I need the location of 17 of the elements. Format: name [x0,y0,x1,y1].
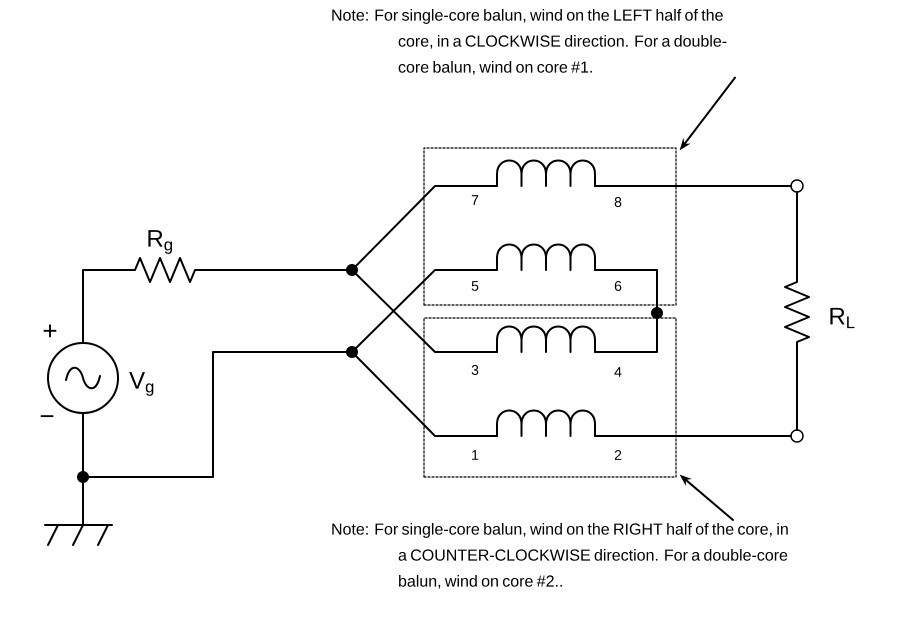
pin-number: 7 [472,195,478,205]
pin-number: 2 [614,450,622,460]
note-text: Note: For single-core balun, wind on the RIGHT half of the core, in a COUNTER-CLOCKWISE direction. For a double-core balun, wind on core #2.. [332,523,788,589]
pin-number: 4 [614,367,622,377]
pin-number: 3 [472,365,478,375]
pin-number: 6 [614,281,622,291]
component-label: V$_{g}$ [129,372,154,396]
pin-number: 5 [472,281,478,291]
note-text: Note: For single-core balun, wind on the LEFT half of the core, in a CLOCKWISE direction. For a double-core balun, wind on core #1. [332,9,726,75]
dashed-core-box [423,147,677,306]
polarity-sign: + [44,324,56,338]
pin-number: 8 [614,197,622,207]
polarity-sign: − [40,415,54,418]
component-label: R$_{g}$ [148,230,172,254]
pin-number: 1 [472,450,478,460]
component-label: R$_{L}$ [830,308,855,328]
dashed-core-box [423,317,677,478]
